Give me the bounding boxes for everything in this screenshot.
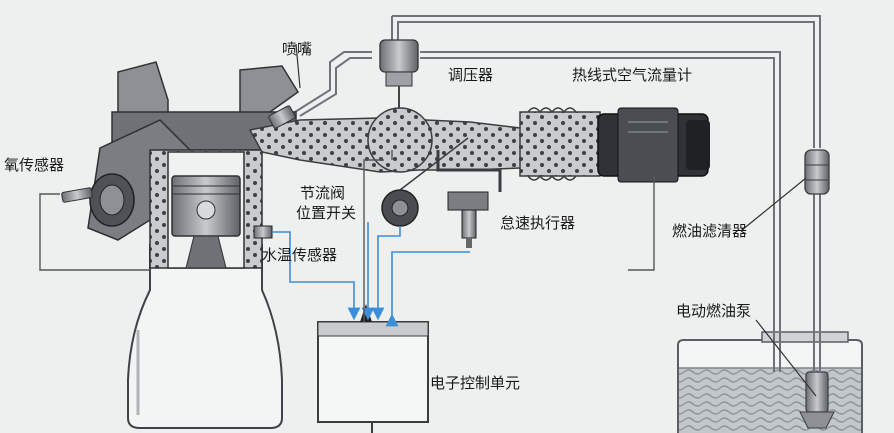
fuel-filter	[804, 149, 830, 195]
fuel-tank	[677, 331, 863, 433]
hot-wire-airflow-meter	[597, 107, 710, 183]
airflow-meter-label: 热线式空气流量计	[572, 66, 693, 84]
fuel-injector	[268, 105, 296, 129]
coolant-temp-sensor	[253, 225, 273, 239]
idle-actuator	[436, 150, 502, 248]
nozzle-label: 喷嘴	[282, 40, 313, 58]
oxygen-sensor	[61, 187, 93, 203]
wire-lines	[39, 150, 655, 322]
fuel-lines	[294, 15, 821, 372]
coolant-temp-sensor-label: 水温传感器	[262, 246, 338, 264]
ecu-label: 电子控制单元	[430, 374, 521, 392]
pressure-regulator	[379, 39, 419, 118]
electric-fuel-pump	[799, 371, 835, 429]
signal-lines	[272, 222, 470, 327]
oxygen-sensor-label: 氧传感器	[4, 156, 65, 174]
cylinder-head	[87, 61, 300, 269]
ecu-box	[317, 304, 429, 433]
fuel-pump-label: 电动燃油泵	[676, 302, 752, 320]
pressure-regulator-label: 调压器	[448, 66, 494, 84]
intake-pipe	[248, 107, 601, 181]
exhaust-manifold	[89, 173, 135, 227]
leader-lines	[295, 43, 817, 397]
idle-actuator-label: 怠速执行器	[500, 214, 576, 232]
engine-block	[127, 244, 283, 429]
throttle-switch-label-line2: 位置开关	[296, 204, 357, 222]
throttle-switch-label-line1: 节流阀	[300, 184, 346, 202]
fuel-filter-label: 燃油滤清器	[672, 222, 748, 240]
throttle-position-switch	[381, 137, 469, 227]
